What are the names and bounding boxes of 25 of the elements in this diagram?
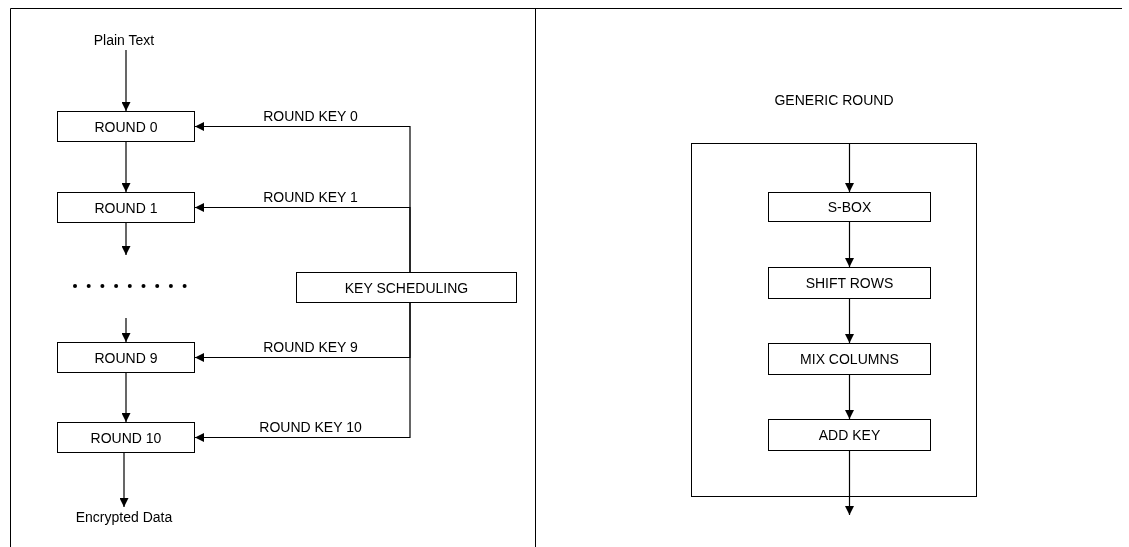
process-box: KEY SCHEDULING	[296, 272, 517, 303]
arrow	[845, 450, 854, 516]
arrow	[121, 49, 131, 112]
panel-heading: GENERIC ROUND	[773, 92, 895, 108]
arrow	[845, 298, 854, 344]
process-box: ROUND 1	[57, 192, 195, 223]
arrow	[194, 302, 411, 442]
process-box: ADD KEY	[768, 419, 931, 451]
process-box: S-BOX	[768, 192, 931, 222]
process-box: ROUND 0	[57, 111, 195, 142]
arrow	[119, 452, 129, 508]
arrow	[121, 317, 131, 343]
arrow	[845, 374, 854, 420]
process-box: MIX COLUMNS	[768, 343, 931, 375]
flow-text: Plain Text	[69, 30, 179, 50]
arrow	[121, 372, 131, 423]
arrow	[845, 221, 854, 268]
process-box: ROUND 10	[57, 422, 195, 453]
arrow	[845, 142, 854, 193]
flow-text: Encrypted Data	[59, 507, 189, 527]
process-box: SHIFT ROWS	[768, 267, 931, 299]
process-box: ROUND 9	[57, 342, 195, 373]
arrow	[121, 222, 131, 256]
arrow	[121, 141, 131, 193]
arrow	[194, 203, 411, 273]
